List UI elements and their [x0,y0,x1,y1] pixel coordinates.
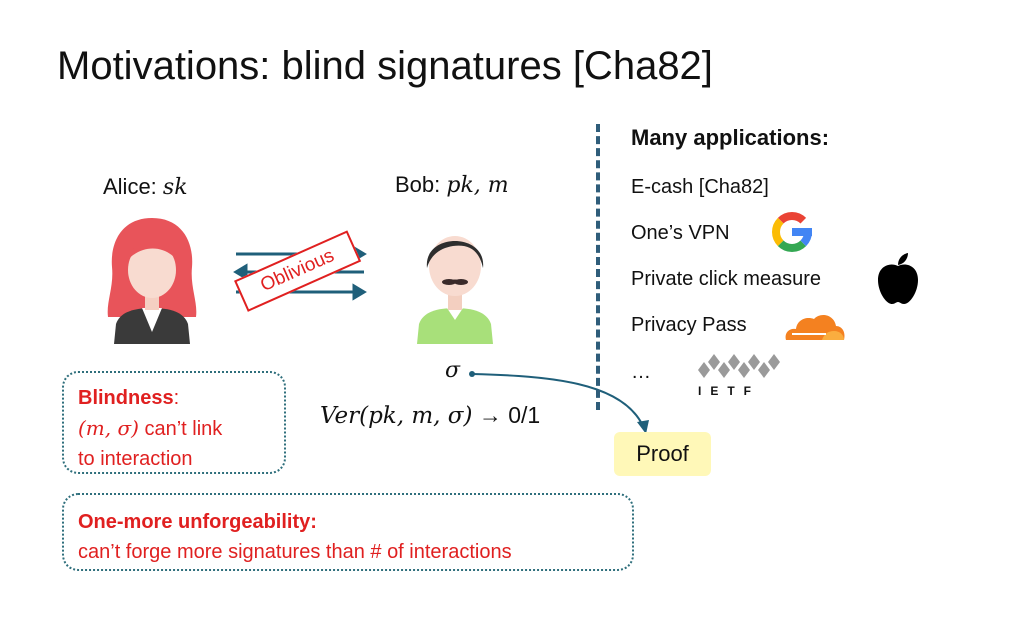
app-item-more: … [631,361,651,383]
applications-title: Many applications: [631,125,830,150]
app-item-privacy-pass: Privacy Pass [631,314,747,336]
bob-label: Bob: pk, m [395,172,509,198]
blindness-title: Blindness [78,387,174,409]
arrow-right-2-head [352,283,367,301]
signature-to-proof-arrow [469,371,649,434]
blindness-pair: (m, σ) [78,416,139,440]
verify-fn: Ver(pk, m, σ) [320,403,473,429]
alice-label: Alice: sk [103,174,188,200]
alice-label-text: Alice: [103,174,163,199]
bob-avatar [417,236,493,344]
blindness-line3: to interaction [78,448,193,470]
cloudflare-logo-icon [785,314,845,340]
app-item-click-measure: Private click measure [631,268,822,290]
ietf-logo-icon [698,354,780,378]
app-item-ecash: E-cash [Cha82] [631,176,769,198]
blindness-line1: Blindness: [78,383,270,413]
verify-equation: Ver(pk, m, σ) → 0/1 [320,402,540,429]
arrow-left-head [233,263,248,281]
unforgeability-text: can’t forge more signatures than # of in… [78,541,512,563]
blindness-box: Blindness: (m, σ) can’t link to interact… [62,371,286,474]
blindness-line2-rest: can’t link [138,418,223,440]
ietf-logo-text: IETF [698,384,760,398]
alice-avatar [107,218,197,344]
apple-logo-icon [878,253,918,304]
section-divider [596,124,600,410]
signature-symbol: σ [445,358,461,383]
blindness-line2: (m, σ) can’t link [78,413,270,444]
google-logo-icon [772,212,812,252]
unforgeability-title: One-more unforgeability: [78,511,317,533]
bob-label-text: Bob: [395,172,447,197]
page-title: Motivations: blind signatures [Cha82] [57,44,713,88]
app-item-vpn: One’s VPN [631,222,730,244]
bob-key: pk, m [446,173,509,198]
verify-result: → 0/1 [472,402,541,428]
alice-key: sk [162,175,188,200]
unforgeability-box: One-more unforgeability: can’t forge mor… [62,493,634,571]
blindness-colon: : [173,387,180,409]
proof-box: Proof [614,432,711,476]
